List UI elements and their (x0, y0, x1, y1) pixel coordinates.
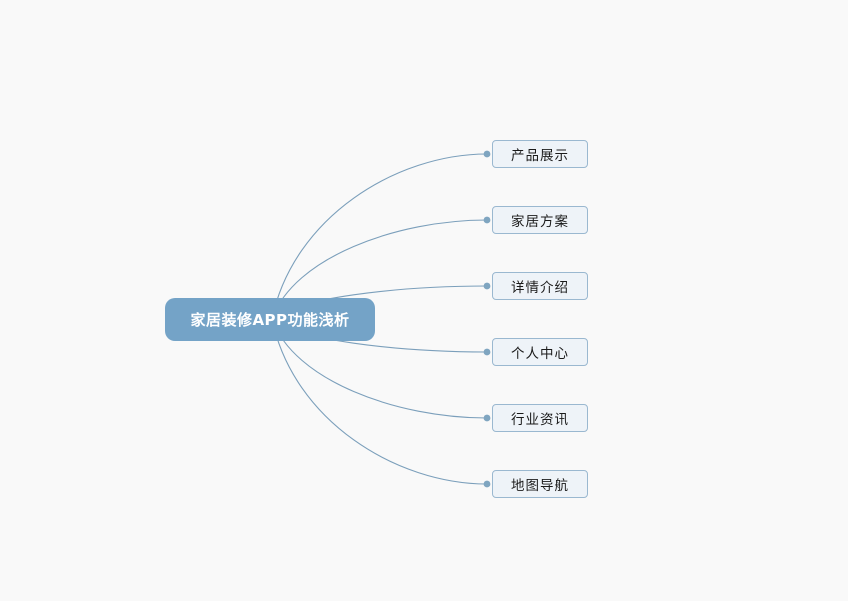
branch-connector-dot (483, 348, 491, 356)
root-node[interactable]: 家居装修APP功能浅析 (165, 298, 375, 341)
branch-connector-dot (483, 216, 491, 224)
branch-node-label: 行业资讯 (511, 412, 569, 428)
branch-connector-dot (483, 282, 491, 290)
branch-connector-dot (483, 480, 491, 488)
branch-node-label: 详情介绍 (511, 280, 569, 296)
branch-node[interactable]: 地图导航 (492, 470, 588, 498)
branch-connector-curve (271, 153, 488, 320)
branch-node[interactable]: 家居方案 (492, 206, 588, 234)
branch-node[interactable]: 详情介绍 (492, 272, 588, 300)
branch-connector-dot (483, 150, 491, 158)
branch-node[interactable]: 个人中心 (492, 338, 588, 366)
branch-connector-dot (483, 414, 491, 422)
branch-connector-curve (271, 318, 488, 485)
branch-node[interactable]: 行业资讯 (492, 404, 588, 432)
branch-node-label: 个人中心 (511, 346, 569, 362)
branch-node-label: 地图导航 (511, 478, 569, 494)
branch-node-label: 产品展示 (511, 148, 569, 164)
branch-node[interactable]: 产品展示 (492, 140, 588, 168)
branch-node-label: 家居方案 (511, 214, 569, 230)
root-node-label: 家居装修APP功能浅析 (190, 311, 350, 329)
